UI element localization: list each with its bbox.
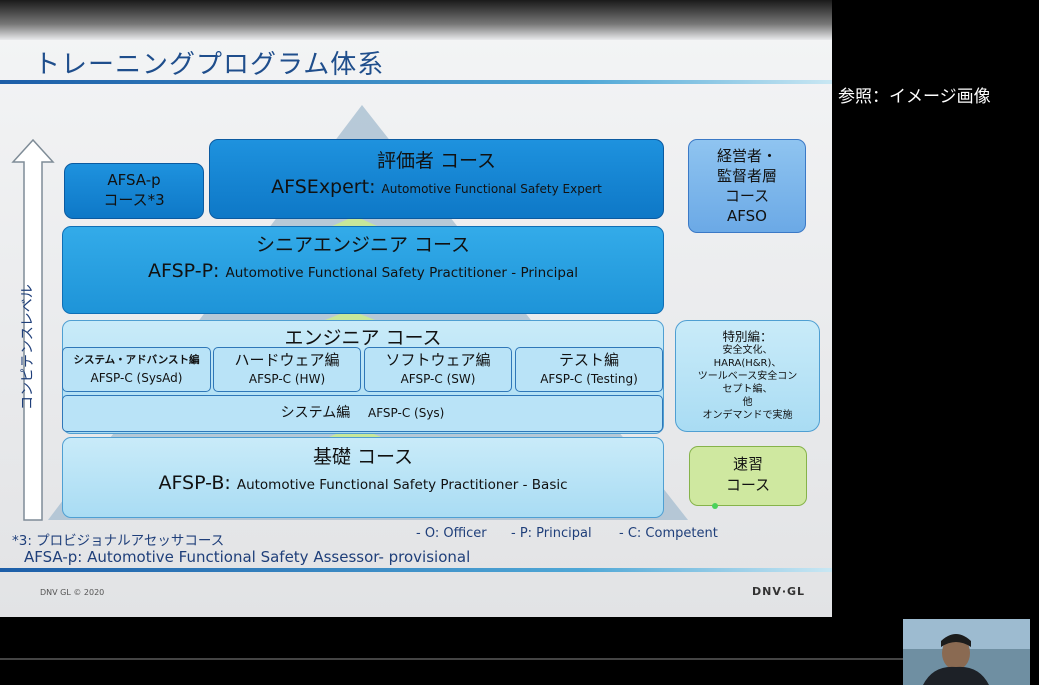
- special-line5: セプト編、: [722, 384, 773, 395]
- expert-title: 評価者 コース: [376, 150, 497, 172]
- intensive-line1: 速習: [732, 455, 763, 473]
- testing-name: テスト編: [558, 351, 619, 369]
- legend-competent: - C: Competent: [619, 526, 718, 541]
- dnvgl-logo: DNV·GL: [752, 585, 806, 598]
- footnote-provisional: *3: プロビジョナルアセッサコース: [12, 533, 225, 549]
- expert-course-box: 評価者 コース AFSExpert: Automotive Functional…: [209, 139, 664, 219]
- expert-desc: Automotive Functional Safety Expert: [381, 182, 602, 196]
- basic-code: AFSP-B:: [158, 472, 231, 494]
- special-line4: ツールベース安全コン: [697, 371, 798, 382]
- special-course-box: 特別編： 安全文化、 HARA(H&R)、 ツールベース安全コン セプト編、 他…: [675, 320, 820, 432]
- slide-title: トレーニングプログラム体系: [34, 50, 385, 80]
- competence-level-label: コンピテンスレベル: [20, 284, 36, 410]
- expert-code: AFSExpert:: [271, 176, 376, 198]
- basic-desc: Automotive Functional Safety Practitione…: [236, 477, 568, 493]
- sub-course-hw: ハードウェア編 AFSP-C (HW): [213, 347, 361, 392]
- hw-name: ハードウェア編: [234, 351, 340, 369]
- sw-name: ソフトウェア編: [385, 351, 491, 369]
- presenter-video-icon: [903, 619, 1030, 685]
- hw-code: AFSP-C (HW): [248, 372, 326, 386]
- copyright: DNV GL © 2020: [40, 588, 105, 597]
- exec-line2: 監督者層: [716, 167, 777, 185]
- assessor-code: AFSA-p: [107, 171, 161, 189]
- basic-course-box: 基礎 コース AFSP-B: Automotive Functional Saf…: [62, 437, 664, 518]
- senior-engineer-course-box: シニアエンジニア コース AFSP-P: Automotive Function…: [62, 226, 664, 314]
- system-code: AFSP-C (Sys): [368, 406, 445, 420]
- bottom-divider: [0, 568, 832, 572]
- exec-line1: 経営者・: [716, 147, 777, 165]
- special-line1: 特別編：: [722, 329, 773, 344]
- sub-course-testing: テスト編 AFSP-C (Testing): [515, 347, 663, 392]
- legend-principal: - P: Principal: [511, 526, 592, 541]
- exec-code: AFSO: [727, 207, 767, 225]
- engineer-title: エンジニア コース: [284, 327, 442, 349]
- presentation-slide: トレーニングプログラム体系 コンピテンスレベル AFSA-p コース*3 評価者…: [0, 0, 832, 617]
- pointer-dot: [712, 503, 718, 509]
- assessor-label: コース*3: [103, 191, 165, 209]
- testing-code: AFSP-C (Testing): [540, 372, 638, 386]
- sub-course-sw: ソフトウェア編 AFSP-C (SW): [364, 347, 512, 392]
- senior-code: AFSP-P:: [148, 260, 220, 282]
- title-divider: [0, 80, 832, 84]
- footnote-afsa: AFSA-p: Automotive Functional Safety Ass…: [24, 548, 471, 566]
- sysad-name: システム・アドバンスト編: [73, 354, 200, 366]
- presenter-webcam: [903, 619, 1030, 685]
- legend-officer: - O: Officer: [416, 526, 487, 541]
- player-progress-track[interactable]: [0, 658, 903, 660]
- executive-course-box: 経営者・ 監督者層 コース AFSO: [688, 139, 806, 233]
- basic-title: 基礎 コース: [312, 446, 414, 468]
- senior-desc: Automotive Functional Safety Practitione…: [225, 265, 578, 281]
- intensive-course-box: 速習 コース: [689, 446, 807, 506]
- top-shadow: [0, 0, 832, 40]
- special-line7: オンデマンドで実施: [702, 410, 793, 421]
- intensive-line2: コース: [725, 476, 771, 494]
- senior-title: シニアエンジニア コース: [255, 234, 471, 256]
- exec-line3: コース: [724, 187, 770, 205]
- sysad-code: AFSP-C (SysAd): [90, 371, 183, 385]
- special-line6: 他: [742, 397, 753, 408]
- system-name: システム編: [280, 405, 351, 421]
- sub-course-system: システム編 AFSP-C (Sys): [62, 395, 663, 432]
- reference-caption: 参照：イメージ画像: [838, 87, 991, 107]
- special-line3: HARA(H&R)、: [713, 358, 782, 369]
- special-line2: 安全文化、: [722, 345, 773, 356]
- assessor-course-box: AFSA-p コース*3: [64, 163, 204, 219]
- sw-code: AFSP-C (SW): [400, 372, 476, 386]
- sub-course-sysad: システム・アドバンスト編 AFSP-C (SysAd): [62, 347, 211, 392]
